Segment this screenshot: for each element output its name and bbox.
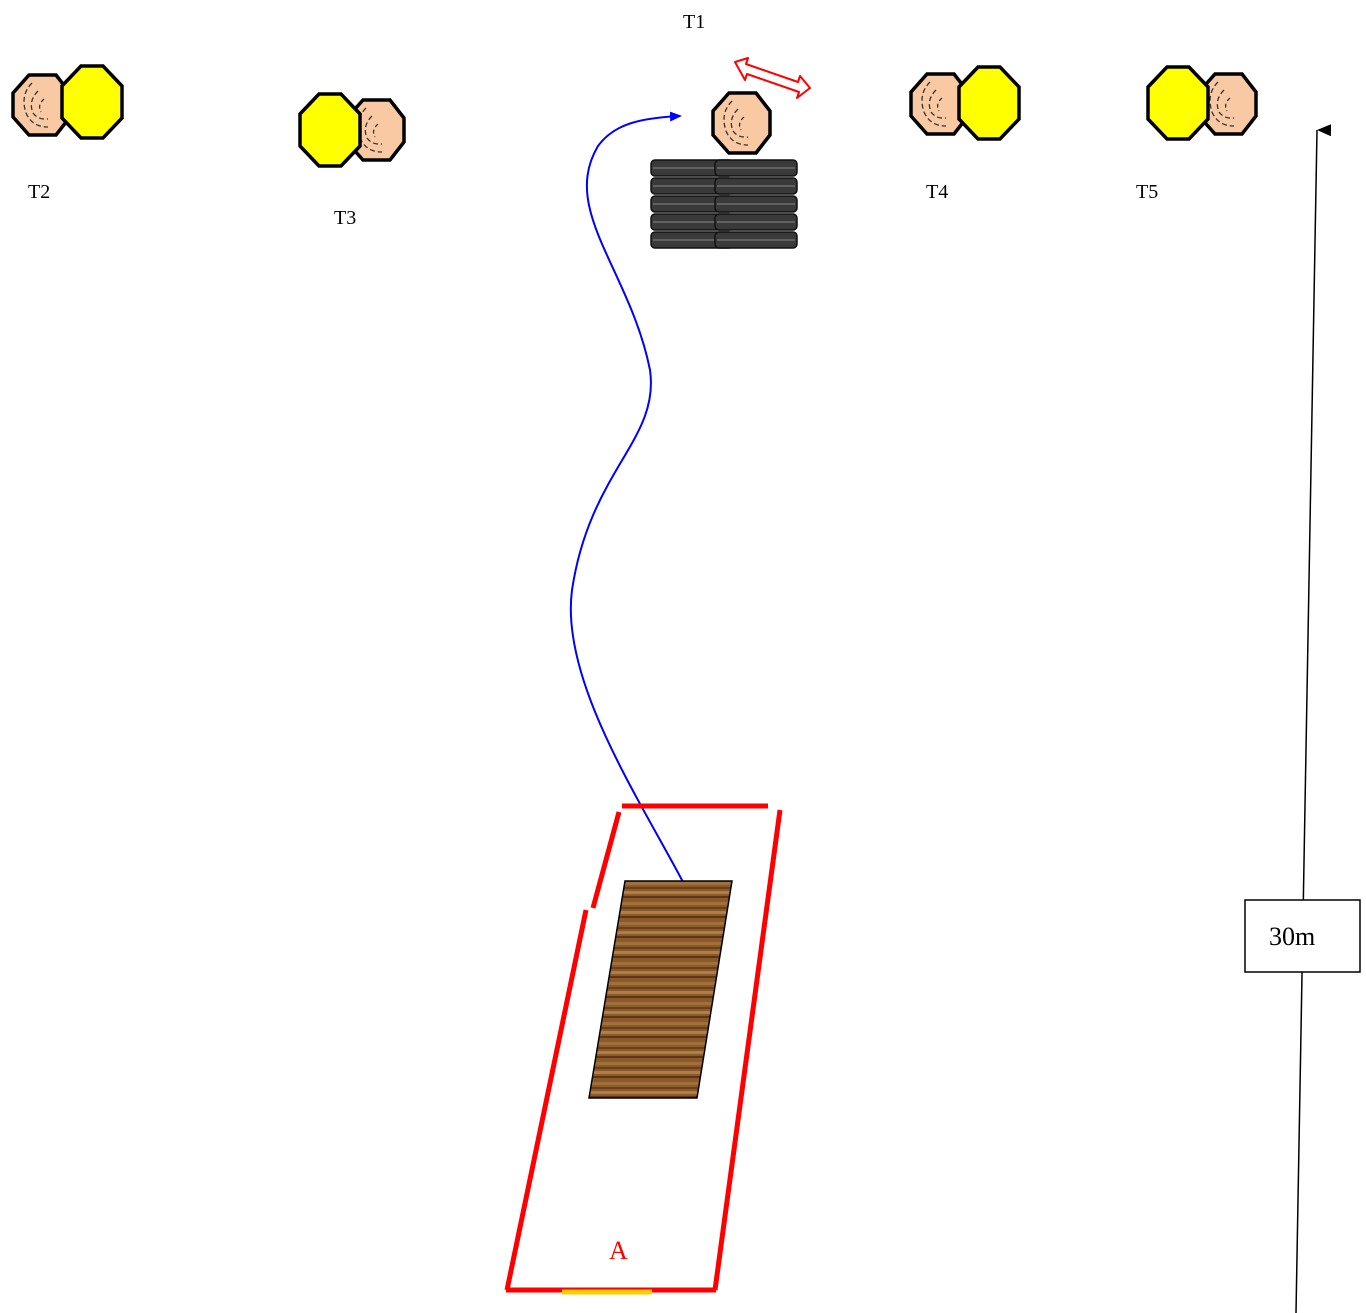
target-label-t4: T4 <box>926 181 948 203</box>
target-label-t1: T1 <box>683 11 705 33</box>
target-group-t1: T1 <box>650 11 811 249</box>
no-shoot-icon <box>60 64 124 140</box>
tire-stack-icon <box>650 159 798 249</box>
no-shoot-icon <box>957 65 1021 141</box>
target-label-t2: T2 <box>28 181 50 203</box>
no-shoot-icon <box>298 92 362 168</box>
start-box-label: A <box>609 1236 628 1265</box>
target-label-t5: T5 <box>1136 181 1158 203</box>
distance-label: 30m <box>1269 922 1315 951</box>
target-group-t2: T2 <box>11 64 124 203</box>
wooden-platform-icon <box>588 880 733 1099</box>
target-icon <box>711 91 772 155</box>
target-label-t3: T3 <box>334 207 356 229</box>
target-group-t5: T5 <box>1136 65 1258 203</box>
no-shoot-icon <box>1146 65 1210 141</box>
movement-path <box>569 111 684 883</box>
distance-box <box>1244 899 1361 973</box>
target-group-t4: T4 <box>909 65 1021 203</box>
distance-indicator: 30m <box>1244 124 1361 1313</box>
double-arrow-icon <box>734 57 811 99</box>
start-box: A <box>504 803 783 1295</box>
target-group-t3: T3 <box>298 92 406 229</box>
